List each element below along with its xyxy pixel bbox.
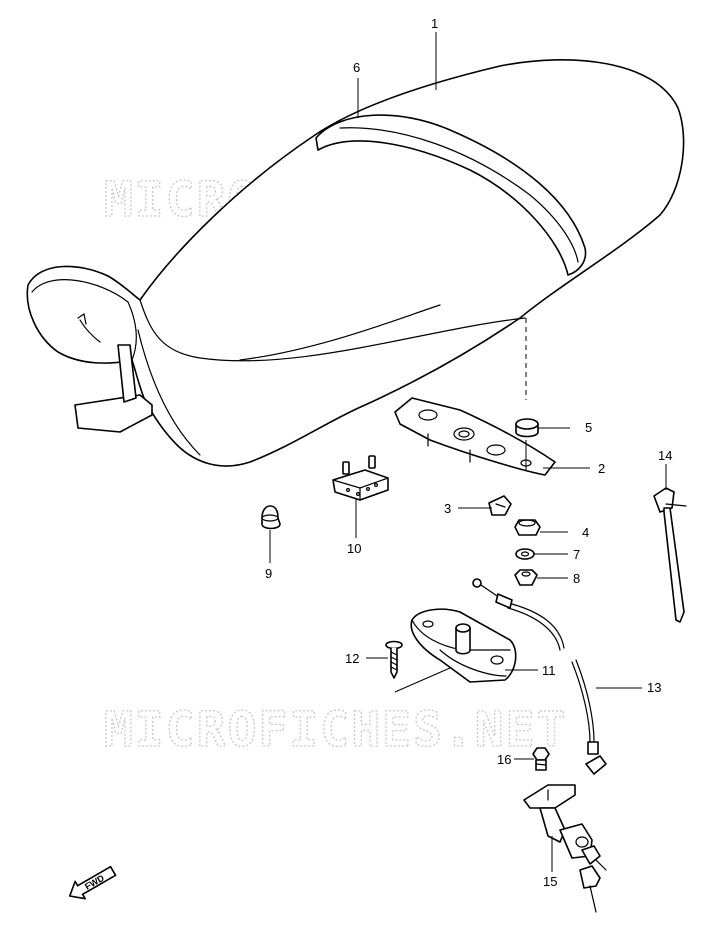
callout-8: 8 [573,571,580,586]
leader-lines [269,32,667,872]
grommet [488,495,512,516]
callout-11: 11 [542,663,556,678]
watermark-bottom: MICROFICHES.NET [104,702,567,758]
callout-7: 7 [573,547,580,562]
lock-cable [472,578,607,775]
fwd-arrow-icon: FWD [68,865,117,900]
callout-4: 4 [582,525,589,540]
callout-13: 13 [647,680,661,695]
screw [385,640,403,679]
callout-10: 10 [347,541,361,556]
cable-clamp [653,487,687,623]
callout-3: 3 [444,501,451,516]
callout-6: 6 [353,60,360,75]
callout-9: 9 [265,566,272,581]
callout-1: 1 [431,16,438,31]
washer [515,548,535,560]
cushion-top [515,418,539,438]
seat-lock [410,608,517,683]
callout-labels: 1 2 3 4 5 6 7 8 9 10 11 12 13 14 15 16 [265,16,672,889]
seat [26,59,685,467]
rubber-plug [261,505,281,530]
cushion-bottom [514,519,541,536]
callout-5: 5 [585,420,592,435]
nut [514,569,538,586]
callout-15: 15 [543,874,557,889]
buffer-block [332,455,389,501]
callout-14: 14 [658,448,672,463]
callout-16: 16 [497,752,511,767]
callout-2: 2 [598,461,605,476]
bolt [532,747,550,771]
seat-lock-assembly [523,784,607,913]
callout-12: 12 [345,651,359,666]
